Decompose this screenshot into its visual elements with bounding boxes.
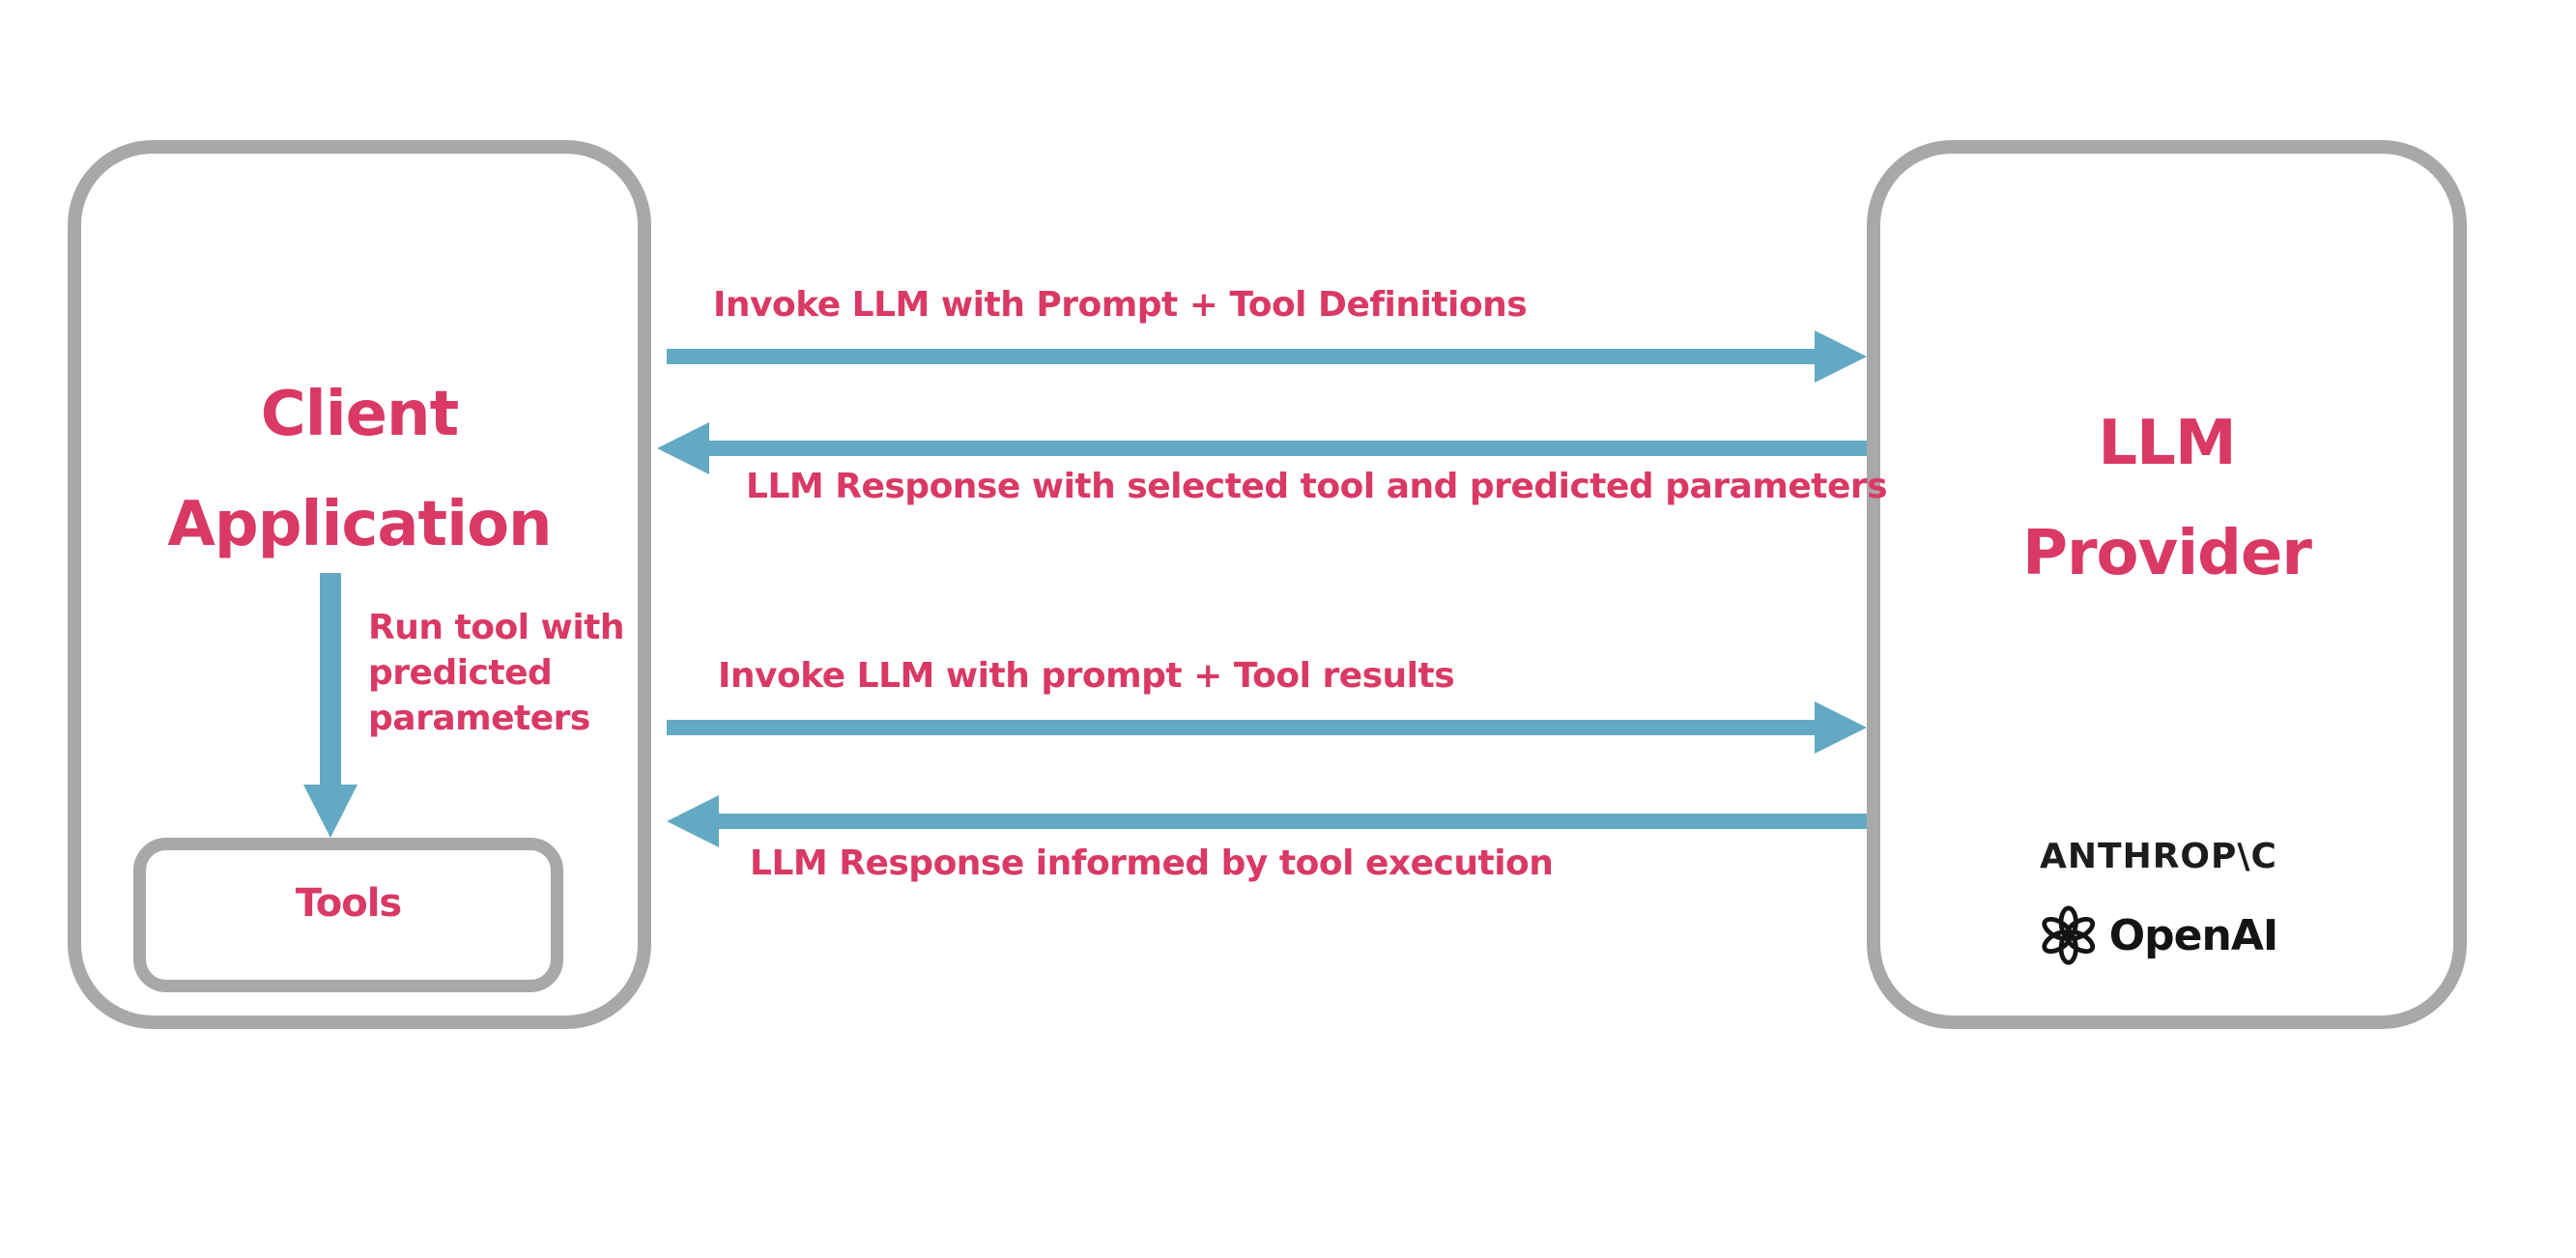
arrow-head-left-2-icon [657,422,709,474]
run-tool-label: Run tool with predicted parameters [368,605,625,741]
flow-label-invoke-tool-results: Invoke LLM with prompt + Tool results [718,656,1455,696]
provider-title-line2: Provider [2022,518,2312,589]
llm-provider-box [1867,140,2467,1029]
arrow-shaft-down [320,573,341,785]
tools-label: Tools [295,881,402,926]
run-tool-line2: predicted [368,653,553,693]
flow-label-response-tool-execution: LLM Response informed by tool execution [750,843,1554,883]
run-tool-line3: parameters [368,699,590,738]
client-title-line1: Client [260,379,459,450]
arrow-head-left-4-icon [667,795,719,847]
openai-icon [2042,905,2096,965]
flow-label-invoke-definitions: Invoke LLM with Prompt + Tool Definition… [713,285,1528,325]
arrow-shaft-left-2 [709,441,1867,456]
arrow-shaft-right-3 [667,720,1815,735]
arrow-shaft-left-4 [719,814,1867,829]
flow-label-response-selected-tool: LLM Response with selected tool and pred… [746,467,1888,506]
llm-provider-title: LLM Provider [1867,388,2467,609]
arrow-head-down-icon [303,785,358,838]
run-tool-line1: Run tool with [368,608,625,647]
arrow-shaft-right-1 [667,349,1817,364]
provider-title-line1: LLM [2098,408,2236,479]
openai-wordmark: OpenAI [2108,910,2278,960]
arrow-head-right-1-icon [1815,330,1867,383]
arrow-head-right-3-icon [1815,701,1867,754]
openai-logo: OpenAI [2038,904,2278,966]
anthropic-logo: ANTHROP\C [2040,837,2277,876]
tools-box [133,838,563,992]
client-title-line2: Application [167,489,552,560]
client-application-title: Client Application [68,359,651,580]
